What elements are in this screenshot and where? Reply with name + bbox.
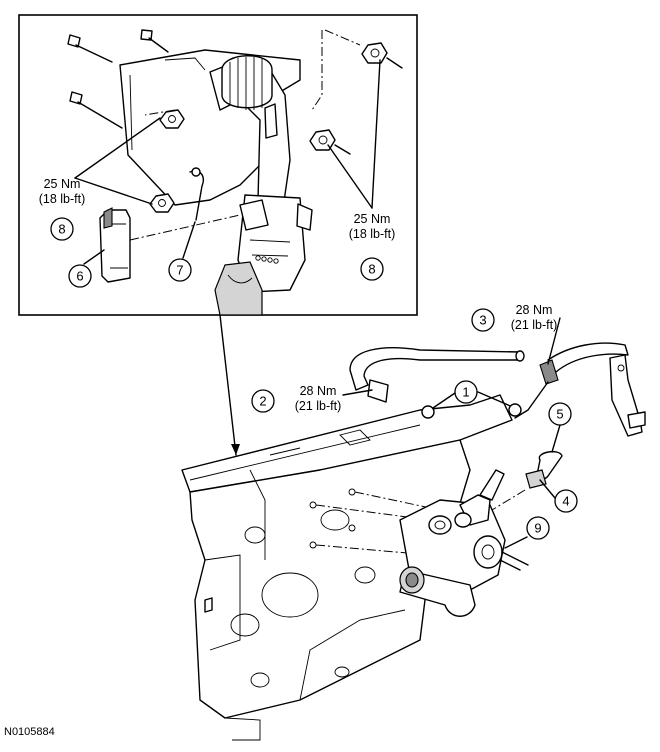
inset-pointer-leader <box>219 314 237 456</box>
leader-9 <box>504 536 528 549</box>
torque-nm-inset-left: 25 Nm <box>44 177 81 191</box>
torque-nm-inset-right: 25 Nm <box>354 212 391 226</box>
torque-lbft-line-2: (21 lb-ft) <box>295 399 342 413</box>
svg-text:9: 9 <box>534 521 541 536</box>
svg-text:2: 2 <box>259 394 266 409</box>
bracket-bolts <box>67 29 169 129</box>
callout-5: 5 <box>548 402 572 426</box>
retaining-clip <box>189 167 204 221</box>
leader-1 <box>429 392 456 411</box>
clutch-pedal-bracket-detail <box>67 29 403 316</box>
svg-text:7: 7 <box>176 263 183 278</box>
leader-2 <box>342 389 373 396</box>
callout-3: 3 <box>471 308 495 332</box>
reservoir-hose <box>491 450 563 511</box>
leader-4 <box>539 479 556 499</box>
torque-lbft-line-3: (21 lb-ft) <box>511 318 558 332</box>
callout-8-left: 8 <box>50 217 74 241</box>
nut-upper-right <box>361 42 403 69</box>
return-spring <box>221 55 273 110</box>
svg-text:8: 8 <box>368 262 375 277</box>
clutch-master-cylinder <box>399 469 529 617</box>
callout-7: 7 <box>168 258 192 282</box>
torque-nm-line-3: 28 Nm <box>516 303 553 317</box>
torque-lbft-inset-right: (18 lb-ft) <box>349 227 396 241</box>
callout-2: 2 <box>251 389 275 413</box>
callout-1: 1 <box>454 380 478 404</box>
torque-nm-line-2: 28 Nm <box>300 384 337 398</box>
nut-upper-left <box>159 109 185 129</box>
svg-text:4: 4 <box>562 494 569 509</box>
svg-text:6: 6 <box>76 269 83 284</box>
panel-holes <box>230 488 376 688</box>
svg-text:3: 3 <box>479 313 486 328</box>
svg-text:1: 1 <box>462 385 469 400</box>
leader-3 <box>547 317 561 365</box>
svg-text:5: 5 <box>556 407 563 422</box>
hydraulic-line <box>349 347 525 403</box>
hydraulic-line-bracket <box>514 342 646 437</box>
figure-id: N0105884 <box>4 726 55 738</box>
leader-5 <box>551 424 561 453</box>
svg-text:8: 8 <box>58 222 65 237</box>
clutch-switch <box>99 207 131 283</box>
torque-lbft-inset-left: (18 lb-ft) <box>39 192 86 206</box>
dash-panel-assembly <box>181 394 513 741</box>
callout-6: 6 <box>68 264 92 288</box>
callout-9: 9 <box>526 516 550 540</box>
callout-8-right: 8 <box>360 257 384 281</box>
callout-4: 4 <box>554 489 578 513</box>
serial-dots <box>255 255 279 264</box>
